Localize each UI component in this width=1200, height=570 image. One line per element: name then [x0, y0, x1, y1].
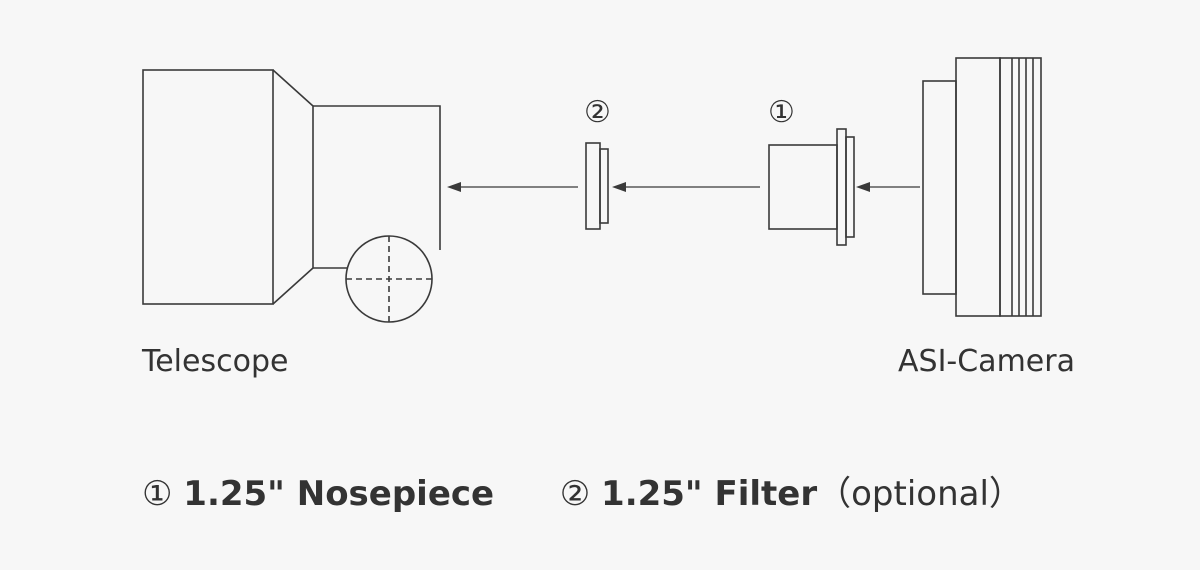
- arrow-head-2: [612, 182, 626, 192]
- telescope-drawing: [142, 69, 441, 323]
- arrow-head-1: [856, 182, 870, 192]
- camera-drawing: [922, 57, 1042, 317]
- camera-back: [999, 57, 1042, 317]
- legend-optional-note: （optional）: [817, 474, 1023, 514]
- arrow-heads: [447, 182, 870, 192]
- filter-body: [585, 142, 601, 230]
- nosepiece-flange: [836, 128, 847, 246]
- telescope-taper: [272, 69, 314, 305]
- nosepiece-drawing: [768, 128, 855, 246]
- badge-filter: ②: [584, 95, 611, 130]
- legend-marker-1: ①: [142, 474, 173, 514]
- nosepiece-barrel: [768, 144, 838, 230]
- badge-nosepiece: ①: [768, 95, 795, 130]
- legend: ① 1.25" Nosepiece ② 1.25" Filter（optiona…: [142, 466, 1023, 515]
- legend-item-filter: 1.25" Filter: [601, 474, 818, 514]
- legend-marker-2: ②: [559, 474, 591, 514]
- camera-front-ring: [922, 80, 957, 295]
- nosepiece-thread: [845, 136, 855, 238]
- camera-label: ASI-Camera: [898, 344, 1075, 379]
- telescope-label: Telescope: [142, 344, 289, 379]
- telescope-tube: [142, 69, 274, 305]
- filter-thread: [599, 148, 609, 224]
- arrow-head-3: [447, 182, 461, 192]
- telescope-focuser: [313, 105, 441, 250]
- filter-drawing: [585, 142, 609, 230]
- camera-body: [955, 57, 1001, 317]
- legend-item-nosepiece: 1.25" Nosepiece: [183, 474, 495, 514]
